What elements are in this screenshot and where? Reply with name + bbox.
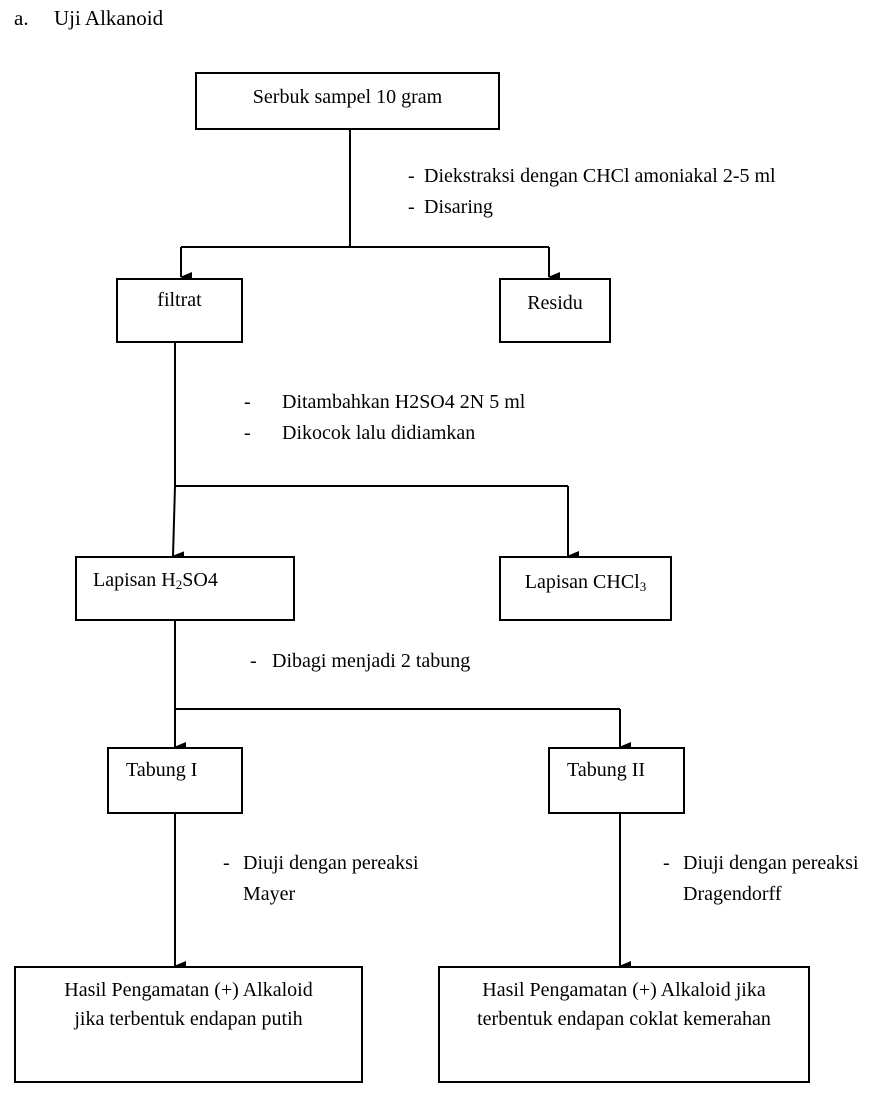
box-residue-label: Residu: [527, 292, 583, 314]
note-acid-item: -Dikocok lalu didiamkan: [244, 422, 476, 444]
note-mayer-item: -Diuji dengan pereaksi: [223, 852, 419, 874]
note-extraction-text-2: Disaring: [424, 196, 493, 218]
arrow-to-h2so4-layer: [172, 485, 185, 562]
chcl3-prefix: Lapisan CHCl: [524, 571, 640, 593]
note-mayer-text-2: Mayer: [243, 883, 296, 905]
box-tube1-label: Tabung I: [126, 759, 198, 781]
note-acid-text-1: Ditambahkan H2SO4 2N 5 ml: [282, 391, 526, 413]
note-acid-text-2: Dikocok lalu didiamkan: [282, 422, 476, 444]
section-title: Uji Alkanoid: [54, 6, 164, 30]
h2so4-suffix: SO4: [182, 569, 218, 591]
box-result1: Hasil Pengamatan (+) Alkaloid jika terbe…: [14, 966, 363, 1083]
box-sample: Serbuk sampel 10 gram: [195, 72, 500, 130]
box-chcl3-layer-label: Lapisan CHCl3: [501, 571, 670, 594]
chcl3-subscript: 3: [639, 579, 647, 594]
box-result2-line1: Hasil Pengamatan (+) Alkaloid jika: [482, 979, 766, 1001]
box-tube2: Tabung II: [548, 747, 685, 814]
box-h2so4-layer: Lapisan H2SO4: [75, 556, 295, 621]
note-dragendorff-text-1: Diuji dengan pereaksi: [683, 852, 859, 874]
note-extraction-item: -Diekstraksi dengan CHCl amoniakal 2-5 m…: [408, 165, 776, 187]
note-dragendorff-item: Dragendorff: [663, 879, 859, 910]
note-dragendorff-item: -Diuji dengan pereaksi: [663, 852, 859, 874]
note-mayer-text-1: Diuji dengan pereaksi: [243, 852, 419, 874]
section-number: a.: [14, 6, 29, 30]
box-h2so4-layer-label: Lapisan H2SO4: [93, 569, 293, 592]
note-mayer-item: Mayer: [223, 879, 419, 910]
note-dragendorff-text-2: Dragendorff: [683, 883, 782, 905]
box-result2-line2: terbentuk endapan coklat kemerahan: [477, 1008, 771, 1030]
note-divide-item: -Dibagi menjadi 2 tabung: [250, 650, 471, 672]
box-filtrate-label: filtrat: [157, 289, 202, 311]
note-dragendorff: -Diuji dengan pereaksi Dragendorff: [663, 848, 859, 910]
note-acid-item: -Ditambahkan H2SO4 2N 5 ml: [244, 391, 526, 413]
note-acid: -Ditambahkan H2SO4 2N 5 ml -Dikocok lalu…: [244, 387, 525, 449]
box-tube2-label: Tabung II: [567, 759, 646, 781]
note-extraction-item: -Disaring: [408, 196, 493, 218]
note-mayer: -Diuji dengan pereaksi Mayer: [223, 848, 419, 910]
box-chcl3-layer: Lapisan CHCl3: [499, 556, 672, 621]
box-result1-line1: Hasil Pengamatan (+) Alkaloid: [64, 979, 313, 1001]
h2so4-subscript: 2: [175, 577, 183, 592]
box-filtrate: filtrat: [116, 278, 243, 343]
box-result2: Hasil Pengamatan (+) Alkaloid jika terbe…: [438, 966, 810, 1083]
note-divide-text: Dibagi menjadi 2 tabung: [272, 650, 471, 672]
box-tube1: Tabung I: [107, 747, 243, 814]
box-residue: Residu: [499, 278, 611, 343]
section-heading: a. Uji Alkanoid: [14, 6, 163, 31]
box-result1-line2: jika terbentuk endapan putih: [74, 1008, 303, 1030]
note-extraction-text-1: Diekstraksi dengan CHCl amoniakal 2-5 ml: [424, 165, 776, 187]
note-extraction: -Diekstraksi dengan CHCl amoniakal 2-5 m…: [408, 161, 776, 223]
h2so4-prefix: Lapisan H: [93, 569, 176, 591]
box-sample-label: Serbuk sampel 10 gram: [252, 86, 443, 108]
note-divide: -Dibagi menjadi 2 tabung: [250, 646, 470, 677]
